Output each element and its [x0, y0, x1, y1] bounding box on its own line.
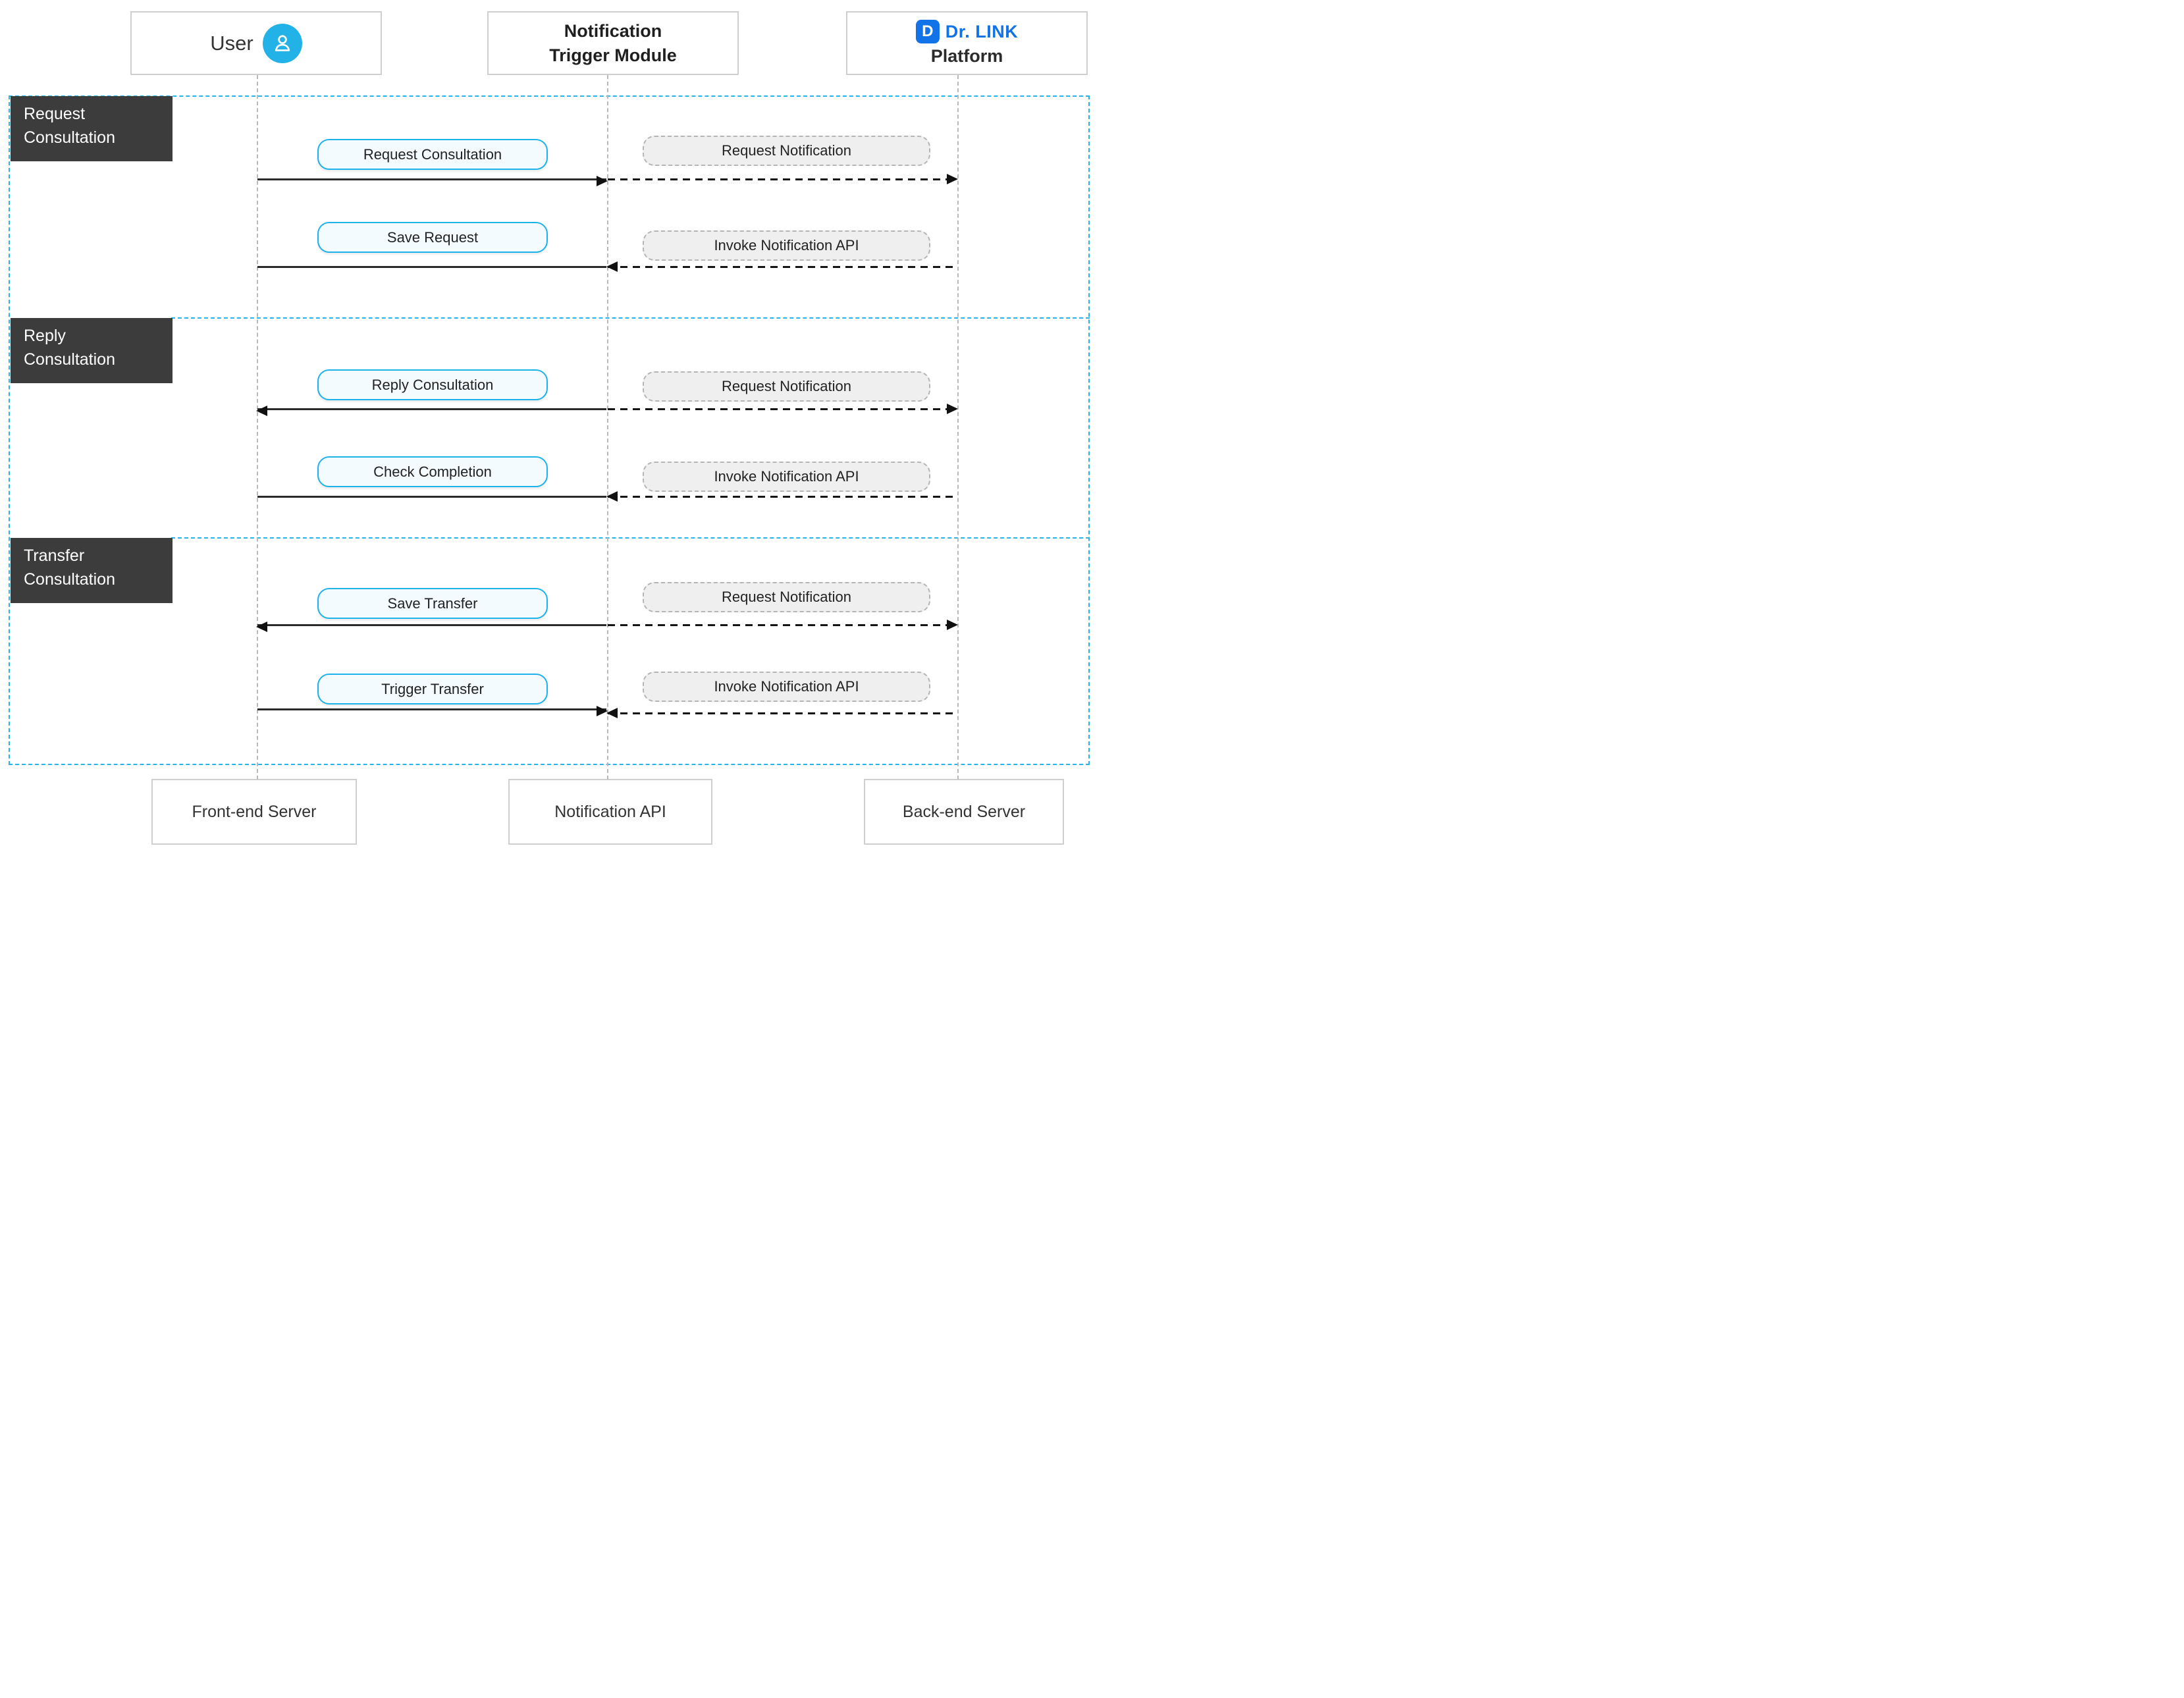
section-label-reply-consultation: Reply Consultation — [11, 318, 173, 383]
section-divider-1 — [171, 317, 1090, 319]
actor-user: User — [130, 11, 382, 75]
actor-trigger-module-label: Notification Trigger Module — [549, 21, 677, 65]
arrow-request-notification-1 — [608, 174, 958, 184]
arrow-request-consultation — [257, 176, 608, 186]
user-icon — [262, 23, 302, 63]
lifeline-trigger-module — [607, 75, 608, 780]
message-box: Save Transfer — [317, 588, 548, 619]
message-box: Request Consultation — [317, 139, 548, 170]
actor-notification-api: Notification API — [508, 779, 712, 845]
notification-box: Invoke Notification API — [643, 672, 930, 702]
arrow-save-transfer — [256, 622, 606, 632]
message-box: Check Completion — [317, 456, 548, 487]
arrow-invoke-notification-api-3 — [606, 708, 957, 718]
actor-backend-server-label: Back-end Server — [902, 802, 1026, 821]
drlink-logo-icon: D — [915, 20, 940, 43]
line-check-completion — [257, 496, 606, 498]
sequence-diagram: User Notification Trigger Module D Dr. L… — [0, 0, 1092, 849]
message-box: Save Request — [317, 222, 548, 253]
actor-frontend-server: Front-end Server — [151, 779, 357, 845]
arrow-request-notification-2 — [608, 404, 958, 414]
drlink-logo-text: Dr. LINK — [945, 21, 1019, 41]
notification-box: Request Notification — [643, 371, 930, 402]
section-divider-2 — [171, 537, 1090, 539]
actor-frontend-server-label: Front-end Server — [192, 802, 317, 821]
actor-backend-server: Back-end Server — [864, 779, 1064, 845]
arrow-reply-consultation — [256, 406, 606, 416]
arrow-invoke-notification-api-2 — [606, 491, 957, 502]
section-region-border — [9, 95, 1090, 765]
arrow-request-notification-3 — [608, 620, 958, 630]
notification-box: Request Notification — [643, 136, 930, 166]
notification-box: Invoke Notification API — [643, 230, 930, 261]
actor-platform-label: Platform — [930, 46, 1003, 66]
line-save-request — [257, 266, 606, 268]
section-label-request-consultation: Request Consultation — [11, 96, 173, 161]
section-label-transfer-consultation: Transfer Consultation — [11, 538, 173, 603]
notification-box: Invoke Notification API — [643, 462, 930, 492]
message-box: Reply Consultation — [317, 369, 548, 400]
actor-trigger-module: Notification Trigger Module — [487, 11, 739, 75]
arrow-trigger-transfer — [257, 706, 608, 716]
notification-box: Request Notification — [643, 582, 930, 612]
actor-notification-api-label: Notification API — [554, 802, 666, 821]
actor-platform: D Dr. LINK Platform — [846, 11, 1088, 75]
lifeline-platform — [957, 75, 959, 780]
lifeline-user — [257, 75, 258, 780]
message-box: Trigger Transfer — [317, 674, 548, 704]
arrow-invoke-notification-api-1 — [606, 261, 957, 272]
actor-user-label: User — [210, 31, 253, 55]
